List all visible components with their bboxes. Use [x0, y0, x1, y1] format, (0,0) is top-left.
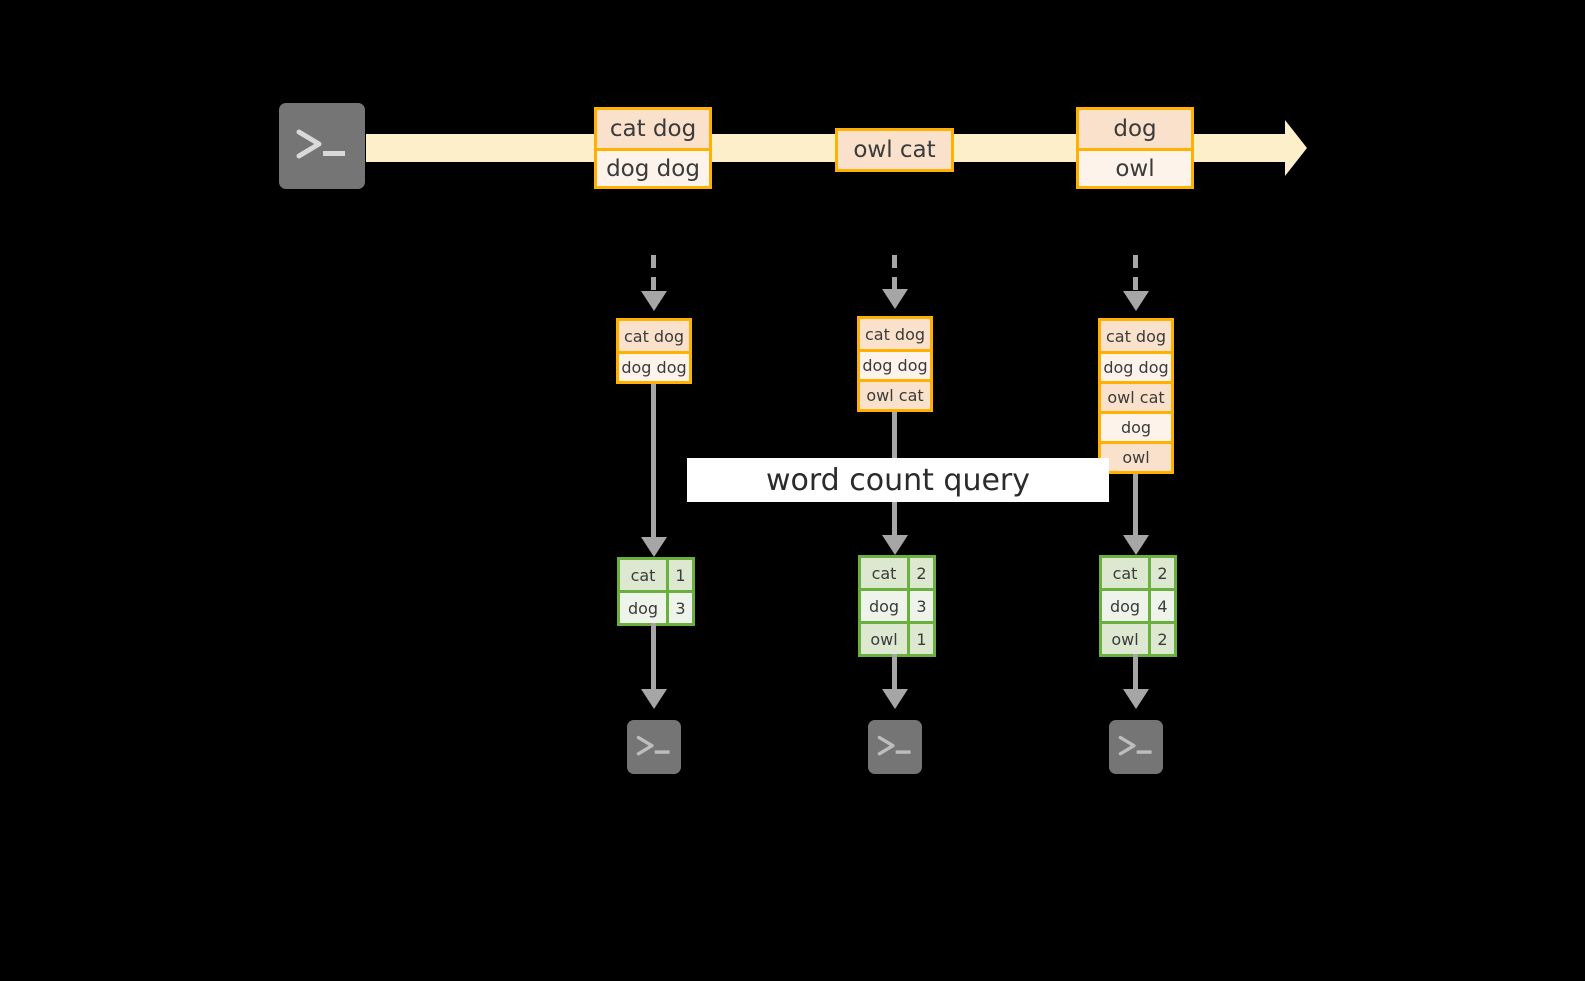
snapshot-2-result-table: cat 2 dog 3 owl 1	[858, 555, 936, 657]
snapshot-2-query-arrowhead	[882, 535, 908, 555]
buffer-line: dog dog	[1101, 351, 1171, 381]
buffer-line: cat dog	[1101, 321, 1171, 351]
result-word: owl	[1102, 624, 1148, 654]
snapshot-3-tap-arrowhead	[1123, 291, 1149, 311]
table-row: owl 2	[1102, 621, 1174, 654]
snapshot-1-tap-arrowhead	[641, 291, 667, 311]
snapshot-2-buffer: cat dog dog dog owl cat	[857, 316, 933, 412]
snapshot-3-query-line	[1133, 474, 1138, 547]
snapshot-3-result-table: cat 2 dog 4 owl 2	[1099, 555, 1177, 657]
snapshot-1-sink-line	[651, 623, 656, 695]
result-count: 1	[907, 624, 933, 654]
terminal-prompt-glyph	[868, 720, 922, 774]
snapshot-3-query-arrowhead	[1123, 535, 1149, 555]
query-banner: word count query	[687, 458, 1109, 502]
result-count: 2	[1148, 624, 1174, 654]
table-row: dog 3	[620, 590, 692, 623]
result-word: cat	[1102, 558, 1148, 588]
result-word: dog	[1102, 591, 1148, 621]
result-count: 3	[666, 593, 692, 623]
terminal-prompt-glyph	[627, 720, 681, 774]
snapshot-3-sink-line	[1133, 654, 1138, 695]
snapshot-1-result-table: cat 1 dog 3	[617, 557, 695, 626]
result-count: 2	[1148, 558, 1174, 588]
table-row: cat 1	[620, 560, 692, 590]
buffer-line: dog dog	[860, 349, 930, 379]
result-count: 1	[666, 560, 692, 590]
table-row: cat 2	[861, 558, 933, 588]
terminal-prompt-glyph	[279, 103, 365, 189]
buffer-line: cat dog	[619, 321, 689, 351]
event-line: dog	[1079, 110, 1191, 148]
buffer-line: owl cat	[860, 379, 930, 409]
stream-event-group-1: cat dog dog dog	[594, 107, 712, 189]
snapshot-1-sink-terminal-icon	[620, 713, 688, 781]
snapshot-2-sink-terminal-icon	[861, 713, 929, 781]
snapshot-3-buffer: cat dog dog dog owl cat dog owl	[1098, 318, 1174, 474]
result-word: cat	[620, 560, 666, 590]
snapshot-1-query-arrowhead	[641, 537, 667, 557]
result-word: dog	[861, 591, 907, 621]
terminal-prompt-glyph	[1109, 720, 1163, 774]
buffer-line: dog dog	[619, 351, 689, 381]
buffer-line: owl cat	[1101, 381, 1171, 411]
snapshot-1-query-line	[651, 384, 656, 549]
event-line: owl cat	[838, 131, 951, 169]
snapshot-3-tap-line	[1133, 255, 1138, 295]
snapshot-1-buffer: cat dog dog dog	[616, 318, 692, 384]
snapshot-2-tap-line	[892, 255, 897, 293]
result-word: cat	[861, 558, 907, 588]
snapshot-3-sink-terminal-icon	[1102, 713, 1170, 781]
stream-event-group-3: dog owl	[1076, 107, 1194, 189]
snapshot-3-sink-arrowhead	[1123, 689, 1149, 709]
table-row: dog 4	[1102, 588, 1174, 621]
query-banner-label: word count query	[765, 462, 1031, 498]
table-row: owl 1	[861, 621, 933, 654]
table-row: cat 2	[1102, 558, 1174, 588]
result-count: 2	[907, 558, 933, 588]
event-line: dog dog	[597, 148, 709, 186]
source-terminal-icon	[272, 96, 372, 196]
result-count: 3	[907, 591, 933, 621]
stream-event-group-2: owl cat	[835, 128, 954, 172]
snapshot-2-sink-arrowhead	[882, 689, 908, 709]
snapshot-2-sink-line	[892, 654, 897, 695]
stream-arrowhead	[1285, 120, 1307, 176]
event-line: cat dog	[597, 110, 709, 148]
buffer-line: cat dog	[860, 319, 930, 349]
event-line: owl	[1079, 148, 1191, 186]
snapshot-1-sink-arrowhead	[641, 689, 667, 709]
snapshot-2-tap-arrowhead	[882, 289, 908, 309]
snapshot-1-tap-line	[651, 255, 656, 295]
result-word: dog	[620, 593, 666, 623]
table-row: dog 3	[861, 588, 933, 621]
result-word: owl	[861, 624, 907, 654]
result-count: 4	[1148, 591, 1174, 621]
buffer-line: owl	[1101, 441, 1171, 471]
buffer-line: dog	[1101, 411, 1171, 441]
